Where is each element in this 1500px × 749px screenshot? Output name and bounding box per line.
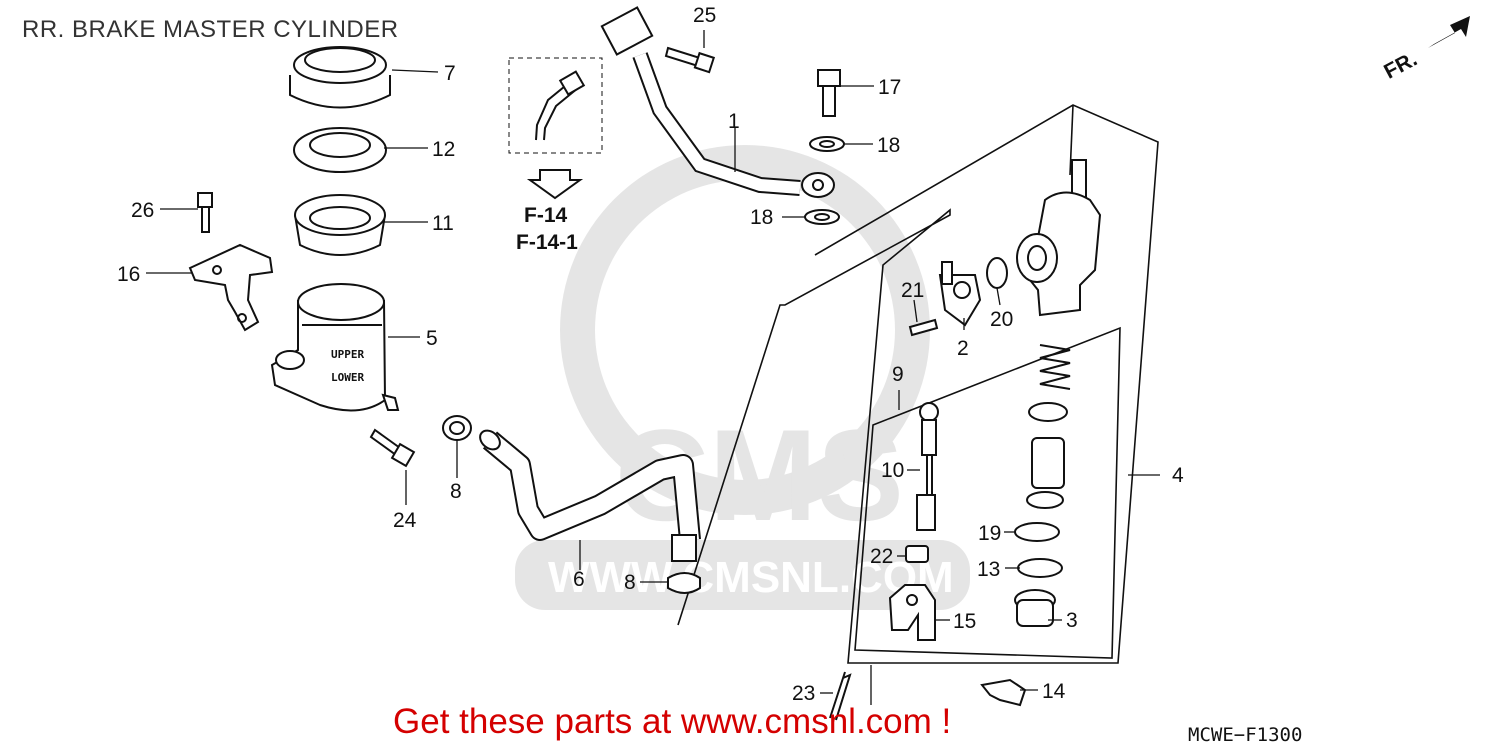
boot <box>1014 589 1056 627</box>
clevis-joint <box>888 584 936 641</box>
reference-f14: F-14 <box>524 204 568 227</box>
reference-arrow-icon <box>526 169 584 200</box>
callout-26: 26 <box>131 199 154 222</box>
primary-cup <box>1028 402 1068 422</box>
front-direction-label: FR. <box>1380 48 1421 84</box>
brake-hose <box>600 6 835 198</box>
leader-lines <box>146 30 1062 705</box>
circlip-19 <box>1014 522 1060 542</box>
watermark-url: WWW.CMSNL.COM <box>548 553 954 602</box>
diagram-title: RR. BRAKE MASTER CYLINDER <box>22 16 399 43</box>
banjo-bolt <box>817 69 841 117</box>
callout-25: 25 <box>693 4 716 27</box>
nut-22 <box>905 545 929 563</box>
callout-18-lower: 18 <box>750 206 773 229</box>
callout-2: 2 <box>957 337 969 360</box>
reservoir-upper-mark: UPPER <box>331 348 364 361</box>
callout-19: 19 <box>978 522 1001 545</box>
callout-4: 4 <box>1172 464 1184 487</box>
callout-18-upper: 18 <box>877 134 900 157</box>
sealing-washer-upper <box>809 136 845 152</box>
reference-inset: F-14 F-14-1 <box>508 57 603 254</box>
spring <box>1039 344 1071 390</box>
callout-10: 10 <box>881 459 904 482</box>
callout-11: 11 <box>432 212 454 235</box>
callout-1: 1 <box>728 110 740 133</box>
callout-7: 7 <box>444 62 456 85</box>
reservoir-bracket <box>188 243 274 332</box>
reservoir-cap <box>289 46 391 109</box>
hose-clip-lower <box>667 572 701 594</box>
master-cylinder-body <box>1016 159 1102 317</box>
joint-pin-clip <box>980 678 1027 707</box>
callout-16: 16 <box>117 263 140 286</box>
cotter-pin <box>829 671 852 721</box>
push-rod <box>916 402 939 531</box>
cms-watermark: CMS WWW.CMSNL.COM <box>515 145 970 610</box>
bolt-25 <box>664 46 716 74</box>
bolt-24 <box>369 428 416 468</box>
diaphragm <box>294 194 386 256</box>
callout-17: 17 <box>878 76 901 99</box>
front-direction-arrow: FR. <box>1380 16 1470 84</box>
reference-f14-1: F-14-1 <box>516 231 578 254</box>
callout-20: 20 <box>990 308 1013 331</box>
assembly-frame <box>677 104 1160 664</box>
sealing-washer-lower <box>804 209 840 225</box>
callout-3: 3 <box>1066 609 1078 632</box>
callout-labels: 1 2 3 4 5 6 7 8 8 9 10 11 12 13 14 15 16… <box>117 4 1184 705</box>
hose-clip-upper <box>442 415 472 441</box>
reservoir-hose <box>479 429 701 562</box>
footer-cta-link[interactable]: Get these parts at www.cmsnl.com ! <box>393 702 952 741</box>
hose-joint <box>938 261 982 327</box>
callout-12: 12 <box>432 138 455 161</box>
diaphragm-plate <box>293 127 387 173</box>
callout-14: 14 <box>1042 680 1066 703</box>
callout-15: 15 <box>953 610 976 633</box>
o-ring <box>986 257 1008 289</box>
callout-8-lower: 8 <box>624 571 636 594</box>
circlip-13 <box>1017 558 1063 578</box>
callout-5: 5 <box>426 327 438 350</box>
callout-21: 21 <box>901 279 924 302</box>
screw-21 <box>908 318 939 337</box>
secondary-cup <box>1026 491 1064 509</box>
bolt-26 <box>197 192 213 233</box>
callout-8-upper: 8 <box>450 480 462 503</box>
callout-23: 23 <box>792 682 815 705</box>
reservoir-lower-mark: LOWER <box>331 371 364 384</box>
callout-13: 13 <box>977 558 1000 581</box>
callout-9: 9 <box>892 363 904 386</box>
callout-6: 6 <box>573 568 585 591</box>
piston <box>1031 437 1065 489</box>
diagram-code: MCWE−F1300 <box>1188 724 1303 746</box>
reservoir-tank: UPPER LOWER <box>270 283 400 412</box>
callout-22: 22 <box>870 545 893 568</box>
callout-24: 24 <box>393 509 417 532</box>
